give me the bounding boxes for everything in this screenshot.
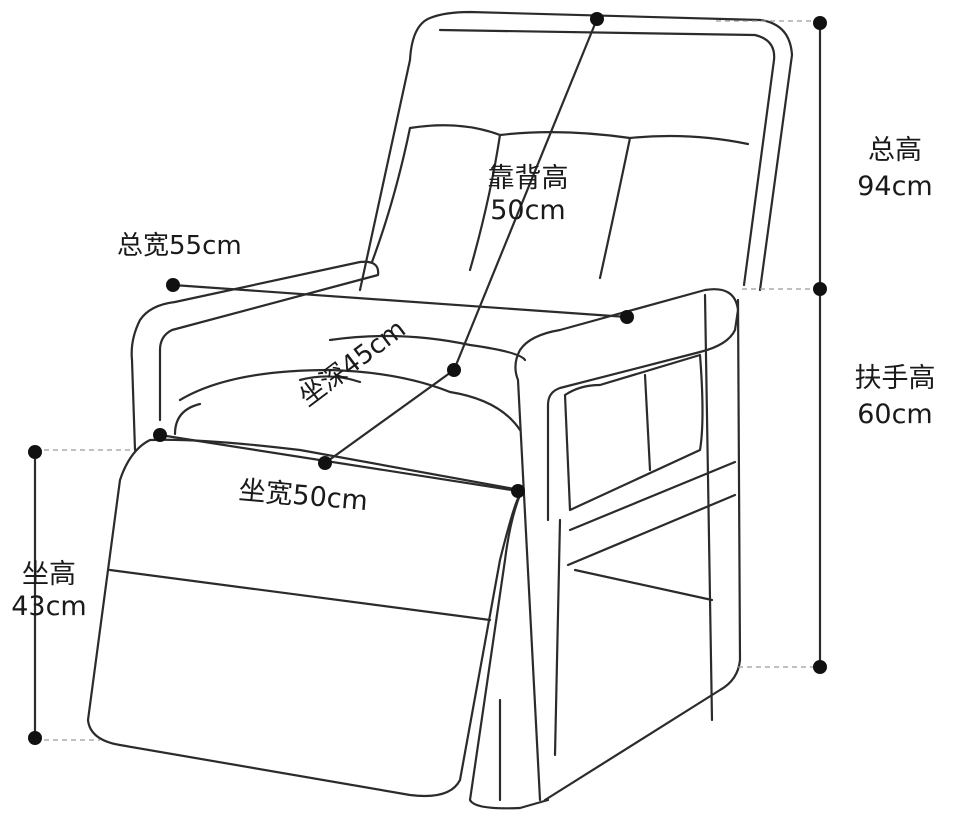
seat-depth-line bbox=[324, 369, 455, 464]
total-width-right-dot bbox=[620, 310, 634, 324]
total-width-left-dot bbox=[166, 278, 180, 292]
seat-width-left-dot bbox=[153, 428, 167, 442]
seat-depth-front-dot bbox=[318, 456, 332, 470]
armrest-height-top-dot bbox=[813, 282, 827, 296]
left-armrest bbox=[130, 260, 380, 452]
backrest-tufts bbox=[370, 124, 750, 280]
seat-height-bottom-dot bbox=[28, 731, 42, 745]
total-width-line bbox=[172, 283, 628, 319]
total-width-label: 总宽55cm bbox=[117, 231, 242, 261]
seat-height-top-dot bbox=[28, 445, 42, 459]
right-armrest bbox=[514, 288, 740, 802]
footrest bbox=[86, 402, 522, 798]
side-pocket bbox=[563, 353, 704, 512]
right-frame bbox=[543, 293, 742, 802]
total-height-value: 94cm bbox=[857, 171, 933, 202]
seat-cushion bbox=[178, 334, 527, 432]
armrest-height-name: 扶手高 bbox=[854, 363, 936, 394]
back-height-line bbox=[452, 18, 599, 371]
back-height-name: 靠背高 bbox=[487, 163, 569, 194]
back-height-value: 50cm bbox=[490, 195, 566, 226]
backrest-inner bbox=[438, 28, 776, 287]
total-height-top-dot bbox=[813, 16, 827, 30]
back-height-top-dot bbox=[590, 12, 604, 26]
floor-right-dot bbox=[813, 660, 827, 674]
armrest-height-value: 60cm bbox=[857, 399, 933, 430]
footrest-side bbox=[468, 493, 550, 810]
total-height-name: 总高 bbox=[868, 135, 922, 166]
seat-height-value: 43cm bbox=[11, 591, 87, 622]
seat-width-line bbox=[159, 433, 519, 493]
seat-width-right-dot bbox=[511, 484, 525, 498]
back-height-bottom-dot bbox=[447, 363, 461, 377]
backrest-outline bbox=[358, 10, 794, 292]
seat-height-name: 坐高 bbox=[22, 559, 76, 590]
